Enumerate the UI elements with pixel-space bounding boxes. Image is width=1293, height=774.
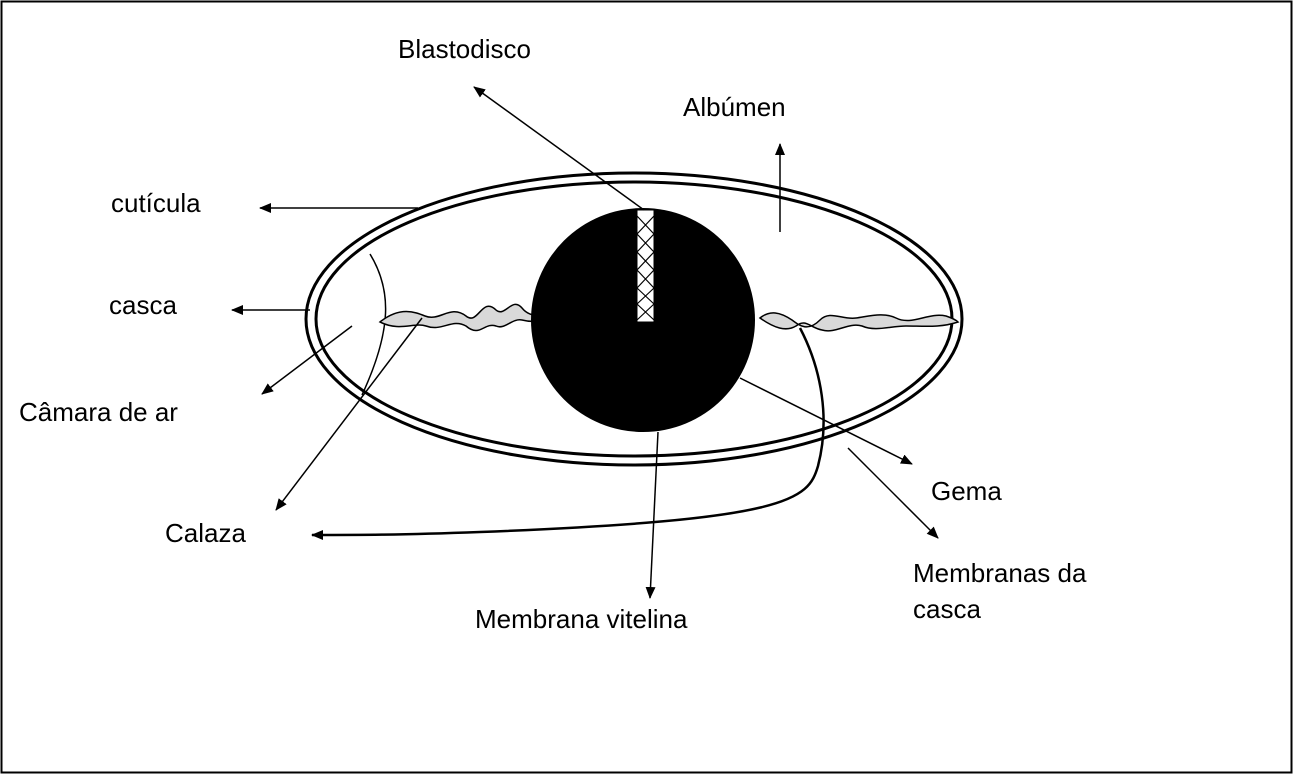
pointer-gema <box>740 378 912 464</box>
label-albumen: Albúmen <box>683 92 786 122</box>
pointer-membranas-da-casca <box>848 448 938 538</box>
label-membranas-da-casca-line1: Membranas da <box>913 558 1086 588</box>
label-membranas-da-casca-line2: casca <box>913 594 981 624</box>
label-casca: casca <box>109 290 177 320</box>
label-cuticula: cutícula <box>111 188 201 218</box>
label-membrana-vitelina: Membrana vitelina <box>475 604 687 634</box>
label-blastodisco: Blastodisco <box>398 34 531 64</box>
pointer-blastodisco <box>474 87 644 210</box>
chalaza-right <box>760 313 958 331</box>
label-camara-de-ar: Câmara de ar <box>19 397 178 427</box>
label-calaza: Calaza <box>165 518 246 548</box>
label-gema: Gema <box>931 476 1002 506</box>
chalaza-left <box>380 304 545 330</box>
blastodisc-column <box>637 210 654 322</box>
pointer-calaza-left <box>276 318 422 510</box>
air-chamber-boundary <box>362 254 386 395</box>
